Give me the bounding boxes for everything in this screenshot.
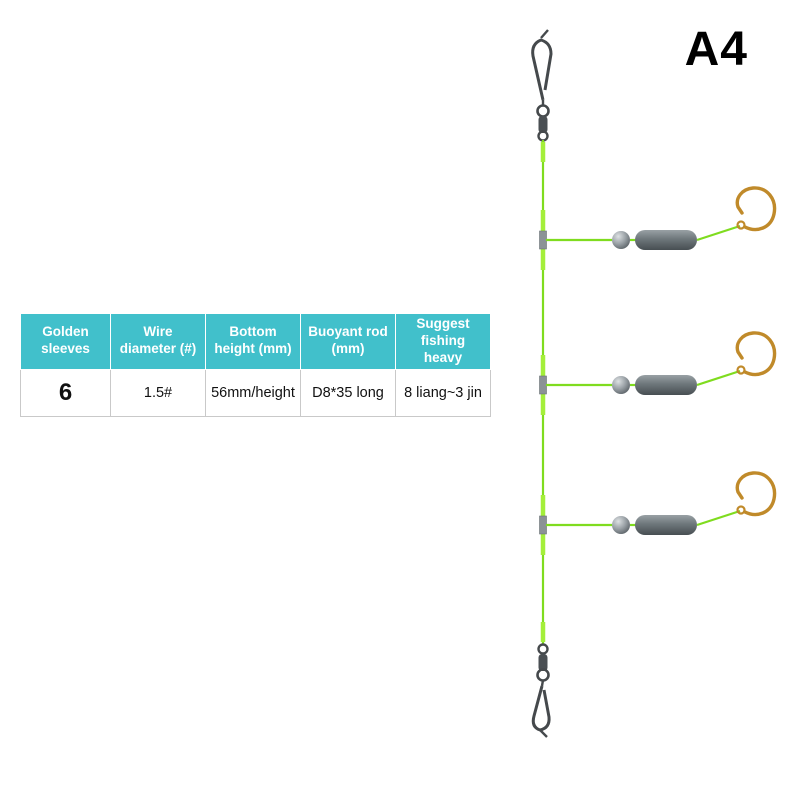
header-golden-sleeves: Golden sleeves [20, 313, 111, 370]
header-suggest-fishing: Suggest fishing heavy [395, 313, 491, 370]
value-buoyant-rod: D8*35 long [300, 368, 396, 417]
table-header-row: Golden sleeves Wire diameter (#) Bottom … [20, 313, 491, 370]
header-bottom-height: Bottom height (mm) [205, 313, 301, 370]
value-golden-sleeves: 6 [20, 368, 111, 417]
dropper-3 [540, 473, 775, 555]
spec-table: Golden sleeves Wire diameter (#) Bottom … [20, 313, 491, 417]
variant-label: A4 [684, 23, 748, 76]
value-suggest-fishing: 8 liang~3 jin [395, 368, 491, 417]
dropper-2 [540, 333, 775, 415]
dropper-1 [540, 188, 775, 270]
value-wire-diameter: 1.5# [110, 368, 206, 417]
spec-table-body: 6 1.5# 56mm/height D8*35 long 8 liang~3 … [20, 368, 491, 417]
snap-swivel-bottom-icon [531, 643, 551, 738]
spec-table-header: Golden sleeves Wire diameter (#) Bottom … [20, 313, 491, 370]
value-bottom-height: 56mm/height [205, 368, 301, 417]
table-data-row: 6 1.5# 56mm/height D8*35 long 8 liang~3 … [20, 368, 491, 417]
snap-swivel-top-icon [531, 29, 553, 142]
